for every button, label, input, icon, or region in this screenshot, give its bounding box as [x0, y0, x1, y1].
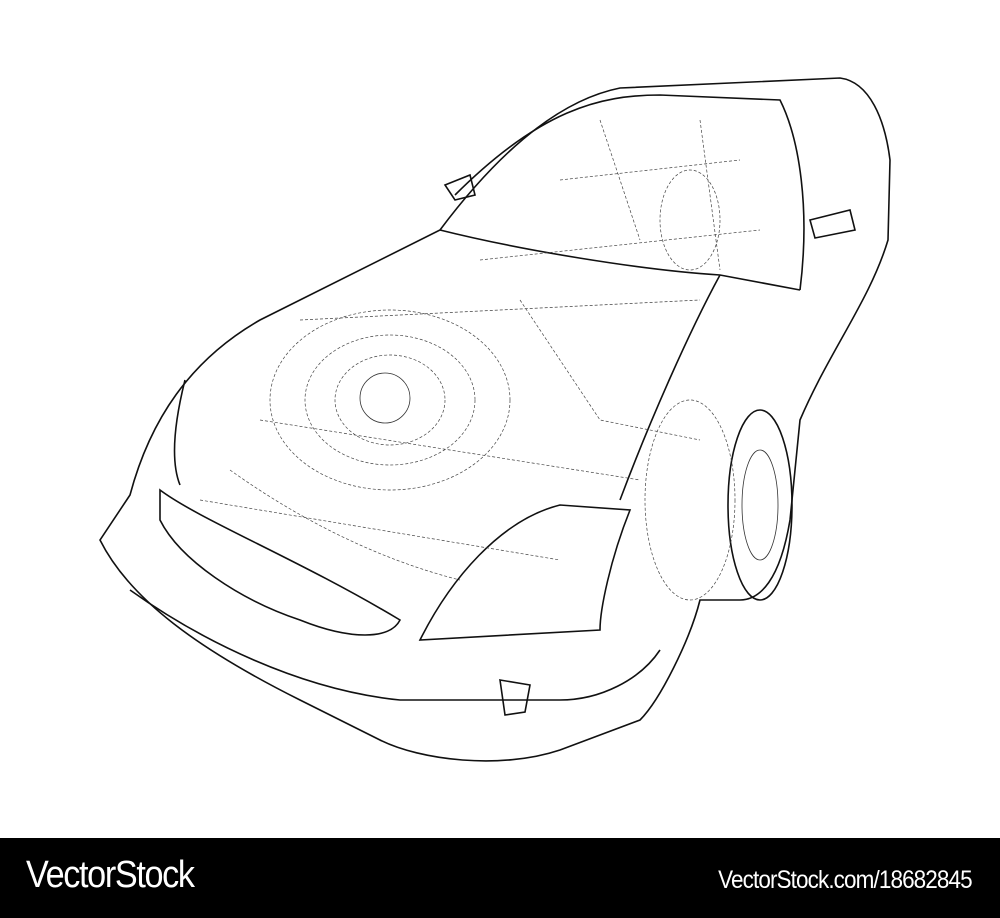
- car-wireframe-illustration: [99, 77, 891, 762]
- internal-components-dashed: [199, 119, 761, 601]
- watermark-image-reference: VectorStock.com/18682845: [718, 866, 972, 894]
- watermark-brand-logo: VectorStock: [26, 854, 195, 896]
- car-body-outline: [99, 77, 891, 762]
- watermark-bar: VectorStock VectorStock.com/18682845: [0, 838, 1000, 918]
